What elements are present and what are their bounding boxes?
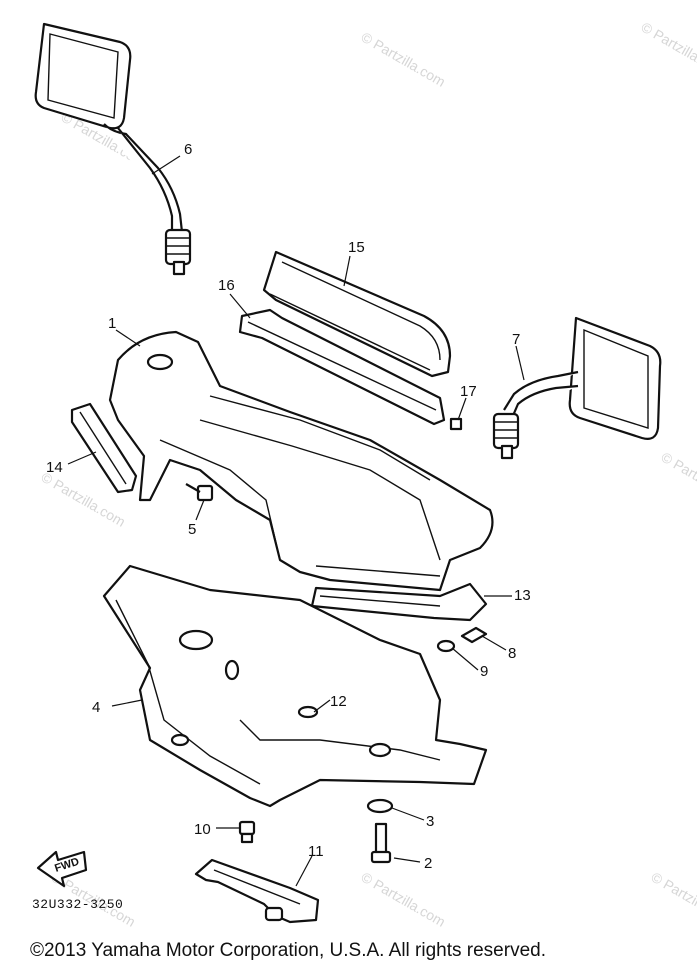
part-4-lower-cover xyxy=(102,564,488,808)
part-5-bolt xyxy=(185,483,214,502)
part-17-screw xyxy=(449,417,463,431)
callout-6: 6 xyxy=(184,141,192,158)
part-10-bolt xyxy=(238,820,256,844)
callout-4: 4 xyxy=(92,699,100,716)
part-16-strip xyxy=(238,308,446,426)
callout-17: 17 xyxy=(460,383,477,400)
watermark: © Partzilla.com xyxy=(649,869,697,930)
callout-10: 10 xyxy=(194,821,211,838)
callout-15: 15 xyxy=(348,239,365,256)
watermark: © Partzilla.com xyxy=(659,449,697,510)
copyright-notice: ©2013 Yamaha Motor Corporation, U.S.A. A… xyxy=(30,940,546,961)
callout-2: 2 xyxy=(424,855,432,872)
callout-3: 3 xyxy=(426,813,434,830)
part-12-grommet xyxy=(297,705,319,719)
diagram-part-number: 32U332-3250 xyxy=(32,897,124,912)
part-8-bolt xyxy=(460,626,488,644)
part-15-top-panel xyxy=(262,250,452,378)
callout-16: 16 xyxy=(218,277,235,294)
callout-8: 8 xyxy=(508,645,516,662)
watermark: © Partzilla.com xyxy=(359,29,449,90)
callout-14: 14 xyxy=(46,459,63,476)
part-3-collar xyxy=(366,798,394,814)
watermark: © Partzilla.com xyxy=(359,869,449,930)
part-9-washer xyxy=(436,639,456,653)
watermark: © Partzilla.com xyxy=(639,19,697,80)
callout-12: 12 xyxy=(330,693,347,710)
part-11-grip-piece xyxy=(194,858,320,924)
fwd-arrow-icon: FWD xyxy=(36,850,88,888)
callout-7: 7 xyxy=(512,331,520,348)
callout-5: 5 xyxy=(188,521,196,538)
leader-lines xyxy=(67,155,525,887)
part-6-left-mirror xyxy=(34,22,192,276)
part-13-front-strip xyxy=(310,582,488,622)
part-2-bolt xyxy=(370,822,392,864)
callouts: 1 2 3 4 5 6 7 8 9 10 11 12 13 14 15 16 1… xyxy=(46,141,531,872)
callout-11: 11 xyxy=(308,843,324,860)
part-1-upper-cover xyxy=(108,330,494,592)
callout-13: 13 xyxy=(514,587,531,604)
callout-1: 1 xyxy=(108,315,116,332)
callout-9: 9 xyxy=(480,663,488,680)
part-7-right-mirror xyxy=(492,316,662,460)
part-14-side-strip xyxy=(70,402,138,494)
